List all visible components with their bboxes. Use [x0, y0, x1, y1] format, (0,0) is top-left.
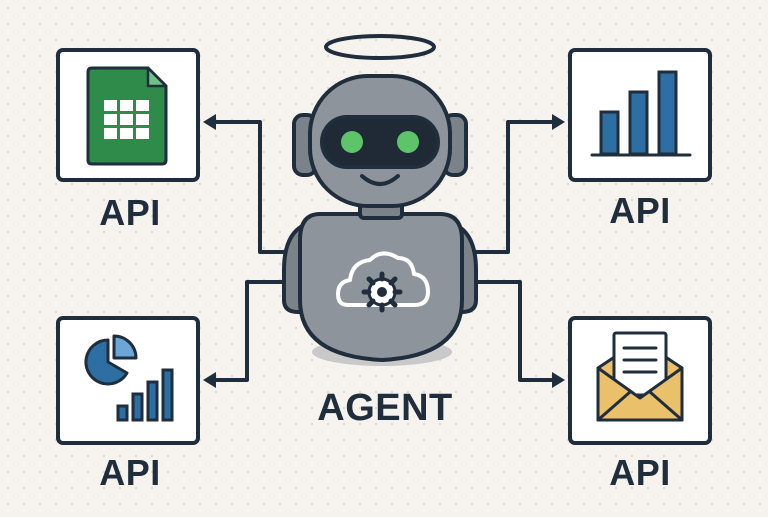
arrowhead-top-left [203, 114, 216, 130]
api-node-bar-chart [568, 48, 712, 182]
robot-visor [320, 115, 440, 169]
api-label-analytics: API [99, 452, 161, 493]
bar-chart-icon [590, 70, 692, 157]
connector-bottom-right [469, 280, 557, 382]
analytics-chart-icon [84, 334, 174, 422]
spreadsheet-icon [86, 66, 168, 166]
agent-label: AGENT [317, 387, 453, 429]
api-box [56, 316, 200, 445]
connector-top-left [211, 120, 299, 254]
robot-left-eye [341, 131, 363, 153]
api-node-analytics [56, 316, 200, 445]
arrowhead-bottom-left [203, 372, 216, 388]
connector-top-right [469, 120, 557, 254]
arrowhead-top-right [552, 114, 565, 130]
api-label-spreadsheet: API [99, 192, 161, 233]
api-node-email [568, 316, 712, 445]
robot-smile [360, 174, 400, 186]
arrowhead-bottom-right [552, 372, 565, 388]
arrowheads [203, 114, 565, 388]
robot-halo [324, 34, 436, 60]
robot-right-eye [397, 131, 419, 153]
api-label-email: API [609, 452, 671, 493]
cloud-gear-icon [336, 251, 430, 313]
robot-agent-icon [282, 34, 478, 366]
connector-bottom-left [211, 280, 299, 382]
api-label-bar-chart: API [609, 190, 671, 231]
connectors [211, 120, 557, 382]
api-node-spreadsheet [56, 48, 200, 182]
email-icon [596, 331, 684, 422]
